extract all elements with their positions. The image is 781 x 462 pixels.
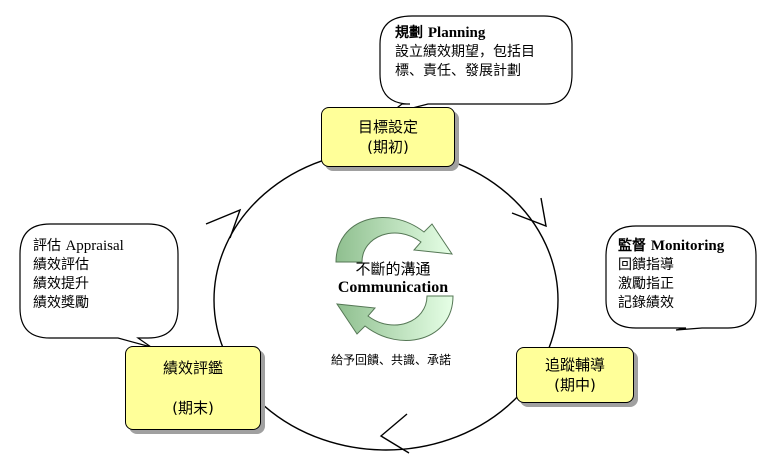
appraisal-callout: 評估 Appraisal 績效評估 績效提升 績效獎勵 xyxy=(33,237,124,313)
performance-appraisal-period: (期末) xyxy=(172,399,214,417)
performance-appraisal-box: 績效評鑑 (期末) xyxy=(125,346,261,430)
appraisal-callout-line-1: 績效評估 xyxy=(33,257,89,273)
appraisal-callout-line-2: 績效提升 xyxy=(33,276,89,292)
communication-title-zh: 不斷的溝通 xyxy=(355,260,431,278)
planning-callout-line-1: 設立績效期望，包括目 xyxy=(395,44,535,60)
appraisal-title-zh: 評估 xyxy=(33,238,61,254)
communication-arrow-top-icon xyxy=(335,217,454,263)
goal-setting-box: 目標設定 (期初) xyxy=(321,107,455,167)
follow-up-coaching-label: 追蹤輔導 xyxy=(544,356,605,374)
appraisal-callout-line-3: 績效獎勵 xyxy=(33,295,89,311)
cycle-arrowhead-bottom xyxy=(379,413,410,454)
cycle-arrowhead-left xyxy=(205,208,242,239)
planning-callout-line-2: 標、責任、發展計劃 xyxy=(395,63,521,79)
planning-callout-title: 規劃 Planning xyxy=(395,24,535,43)
monitoring-callout-line-1: 回饋指導 xyxy=(618,257,674,273)
appraisal-callout-title: 評估 Appraisal xyxy=(33,237,124,256)
planning-title-en: Planning xyxy=(427,25,486,41)
monitoring-title-zh: 監督 xyxy=(618,238,646,254)
goal-setting-period: (期初) xyxy=(367,138,409,156)
communication-title-en: Communication xyxy=(337,279,449,296)
planning-callout: 規劃 Planning 設立績效期望，包括目 標、責任、發展計劃 xyxy=(395,24,535,81)
monitoring-title-en: Monitoring xyxy=(650,238,725,254)
communication-arrow-bottom-icon xyxy=(335,295,454,341)
monitoring-callout: 監督 Monitoring 回饋指導 激勵指正 記錄績效 xyxy=(618,237,724,313)
monitoring-callout-line-2: 激勵指正 xyxy=(618,276,674,292)
follow-up-coaching-box: 追蹤輔導 (期中) xyxy=(516,347,634,403)
communication-subtitle: 給予回饋、共識、承諾 xyxy=(330,353,451,367)
monitoring-callout-bubble xyxy=(605,225,757,331)
planning-title-zh: 規劃 xyxy=(395,25,423,41)
performance-appraisal-label: 績效評鑑 xyxy=(162,359,223,377)
appraisal-title-en: Appraisal xyxy=(65,238,124,254)
cycle-circle xyxy=(213,149,559,451)
monitoring-callout-title: 監督 Monitoring xyxy=(618,237,724,256)
goal-setting-label: 目標設定 xyxy=(357,118,418,136)
follow-up-coaching-period: (期中) xyxy=(554,376,596,394)
monitoring-callout-line-3: 記錄績效 xyxy=(618,295,674,311)
appraisal-callout-bubble xyxy=(19,223,179,348)
cycle-arrowhead-right xyxy=(511,197,547,228)
